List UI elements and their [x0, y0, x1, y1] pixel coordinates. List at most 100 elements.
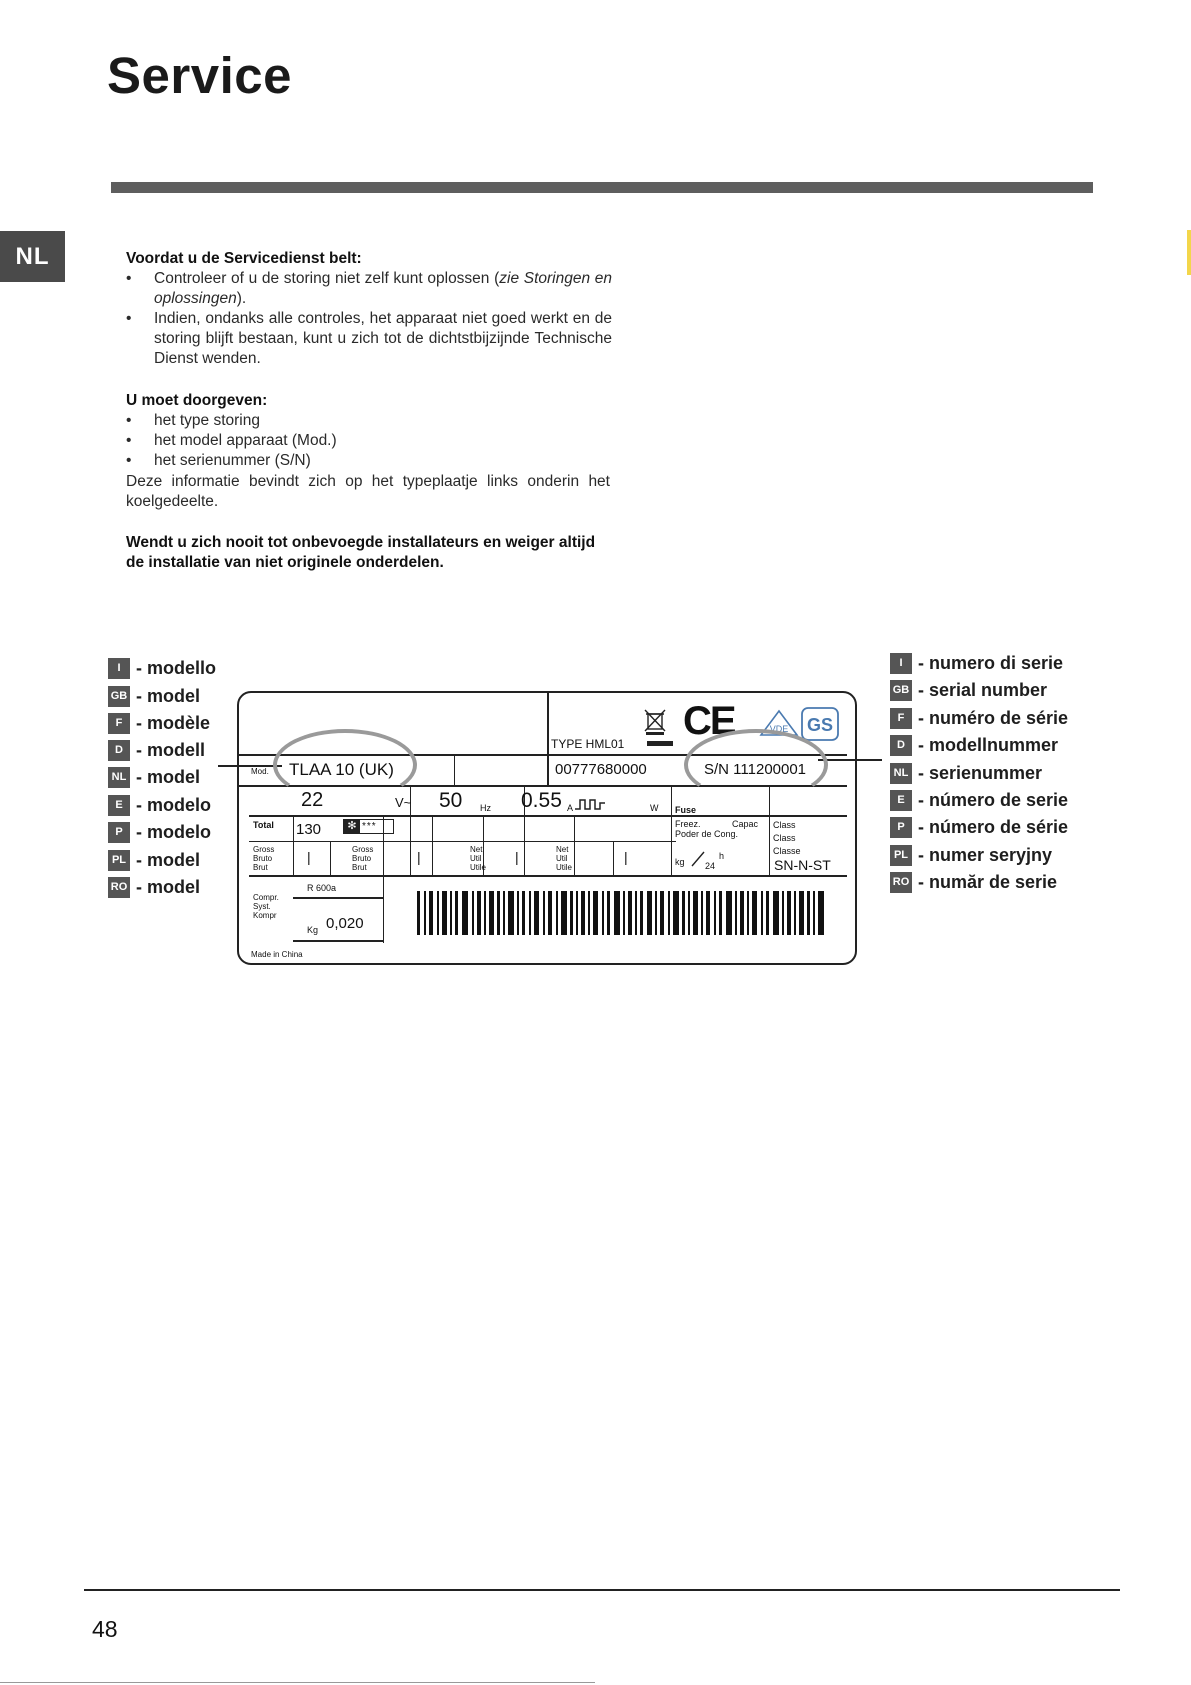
fuse-label: Fuse: [675, 805, 697, 815]
slash-icon: [691, 851, 705, 872]
legend-text: - modelo: [136, 821, 211, 842]
lang-code: P: [890, 816, 912, 838]
bullet-dot: •: [126, 310, 132, 327]
legend-model-fr: F- modèle: [108, 711, 210, 735]
weee-bin-icon: [644, 709, 666, 740]
capacity-hour-unit: h: [719, 851, 725, 861]
page-number: 48: [92, 1616, 118, 1642]
capacity-kg-unit: kg: [675, 857, 685, 867]
rating-plate: TYPE HML01 CE VDE GS Mod. TLAA 10 (UK) 0…: [237, 691, 857, 965]
capacity-per-value: 24: [705, 861, 716, 871]
lang-code: NL: [108, 766, 130, 788]
watt-unit: W: [650, 803, 659, 813]
legend-text: - model: [136, 876, 201, 897]
bullet-dot: •: [126, 412, 132, 429]
legend-text: - modello: [136, 657, 216, 678]
legend-serial-es: E- número de serie: [890, 788, 1068, 812]
plate-line: [249, 875, 847, 877]
legend-model-nl: NL - model: [108, 765, 200, 789]
legend-text: - número de serie: [918, 789, 1069, 810]
net-label: Net Util Utile: [470, 845, 487, 872]
leader-line-serial: [818, 759, 882, 761]
model-highlight-oval: [273, 729, 417, 801]
bottom-edge-line: [0, 1682, 595, 1683]
net-value-2: |: [624, 849, 628, 865]
plate-type: TYPE HML01: [551, 737, 625, 751]
star-rating-box: ✻ ***: [343, 819, 394, 834]
serial-highlight-oval: [684, 729, 828, 801]
legend-model-pt: P - modelo: [108, 820, 211, 844]
plate-line: [249, 841, 676, 842]
legend-model-de: D- modell: [108, 738, 205, 762]
legend-text: - model: [136, 849, 201, 870]
star-rating: ***: [362, 821, 377, 832]
compr-label: Compr. Syst. Kompr: [253, 893, 279, 920]
class-label: Class Class Classe: [773, 820, 801, 856]
refrigerant-type: R 600a: [307, 883, 337, 893]
lang-code: RO: [890, 871, 912, 893]
lang-code: D: [108, 739, 130, 761]
total-label: Total: [253, 820, 274, 830]
voltage-unit: V~: [395, 795, 412, 810]
plate-line: [239, 785, 847, 787]
gross-label-2: Gross Bruto Brut: [352, 845, 374, 872]
lang-code: I: [890, 652, 912, 674]
net-label-2: Net Util Utile: [556, 845, 573, 872]
legend-text: - modèle: [136, 712, 211, 733]
legend-text: - model: [136, 766, 201, 787]
warning-text: Wendt u zich nooit tot onbevoegde instal…: [126, 534, 596, 571]
leader-line-model: [218, 765, 282, 767]
refrigerant-kg-unit: Kg: [307, 925, 319, 935]
plate-line: [330, 841, 331, 875]
bullet-dot: •: [126, 452, 132, 469]
lang-code: I: [108, 657, 130, 679]
bullet-text: Indien, ondanks alle controles, het appa…: [154, 310, 612, 367]
plate-line: [524, 785, 525, 875]
lang-code: E: [108, 794, 130, 816]
edge-marker: [1187, 230, 1191, 275]
lang-code: GB: [108, 685, 130, 707]
gross-value-2: |: [417, 849, 421, 865]
plate-line: [293, 940, 383, 942]
frequency-unit: Hz: [480, 803, 491, 813]
legend-model-pl: PL- model: [108, 848, 200, 872]
legend-text: - serienummer: [918, 762, 1043, 783]
current-value: 0.55: [521, 789, 562, 812]
list-item-text: het model apparaat (Mod.): [154, 432, 337, 449]
gross-label: Gross Bruto Brut: [253, 845, 275, 872]
lang-code: P: [108, 821, 130, 843]
gs-mark-icon: GS: [801, 707, 839, 746]
bullet-text-end: ).: [236, 290, 247, 307]
legend-serial-nl: NL- serienummer: [890, 761, 1042, 785]
current-unit: A: [567, 803, 574, 813]
plate-line: [454, 754, 455, 785]
plate-line: [293, 897, 383, 899]
defrost-pulse-icon: [575, 797, 605, 816]
plate-line: [249, 815, 847, 817]
freez-label: Freez. Poder de Cong.: [675, 819, 739, 839]
list-item: •het type storing: [126, 411, 612, 431]
bullet-link-troubleshooting: zie Storingen en oplossingen: [154, 270, 612, 307]
plate-line: [293, 815, 294, 875]
legend-serial-gb: GB- serial number: [890, 678, 1047, 702]
plate-line: [769, 785, 770, 875]
legend-model-it: I - modello: [108, 656, 216, 680]
legend-text: - modelo: [136, 794, 211, 815]
section-heading-before-calling: Voordat u de Servicedienst belt:: [126, 250, 362, 267]
net-value: |: [515, 849, 519, 865]
legend-serial-de: D- modellnummer: [890, 733, 1058, 757]
language-tab: NL: [0, 231, 65, 282]
list-item-text: het serienummer (S/N): [154, 452, 311, 469]
legend-text: - serial number: [918, 679, 1048, 700]
legend-text: - numéro de série: [918, 707, 1069, 728]
list-item: • het model apparaat (Mod.): [126, 431, 612, 451]
bullet-text: Controleer of u de storing niet zelf kun…: [154, 270, 500, 287]
plate-line: [574, 815, 575, 875]
list-item: • het serienummer (S/N): [126, 451, 612, 471]
lang-code: D: [890, 734, 912, 756]
legend-text: - număr de serie: [918, 871, 1058, 892]
bullet-contact-service: • Indien, ondanks alle controles, het ap…: [126, 309, 612, 369]
bullet-dot: •: [126, 432, 132, 449]
plate-line: [410, 785, 411, 875]
info-note: Deze informatie bevindt zich op het type…: [126, 473, 610, 510]
